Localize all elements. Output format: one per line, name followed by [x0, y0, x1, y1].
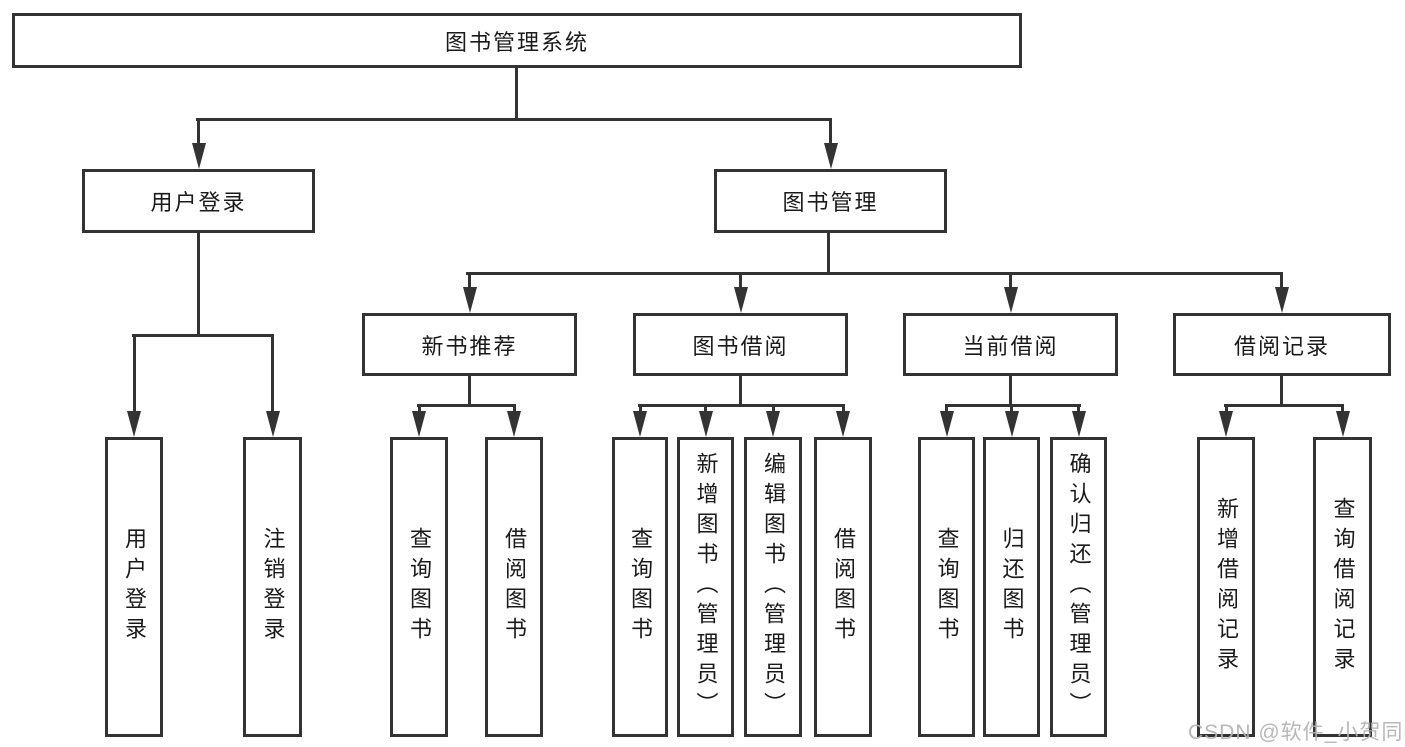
- connector-line: [945, 404, 948, 414]
- connector-line: [197, 231, 200, 337]
- leaf-logout: 注销登录: [243, 437, 302, 737]
- connector-line: [1280, 272, 1283, 288]
- connector-line: [1341, 404, 1344, 414]
- leaf-add-book-admin: 新增图书（管理员）: [677, 437, 734, 737]
- connector-line: [271, 334, 274, 414]
- arrow-down-icon: [1219, 411, 1233, 437]
- csdn-watermark: CSDN @软件_小贺同学: [1188, 721, 1405, 744]
- arrow-down-icon: [1004, 287, 1018, 313]
- connector-line: [417, 404, 516, 407]
- arrow-down-icon: [127, 411, 141, 437]
- connector-line: [1225, 404, 1228, 414]
- node-book-management: 图书管理: [714, 169, 947, 233]
- connector-line: [515, 66, 518, 120]
- connector-line: [638, 404, 845, 407]
- leaf-query-borrow-record: 查询借阅记录: [1313, 437, 1372, 737]
- arrow-down-icon: [192, 143, 206, 169]
- connector-line: [1077, 404, 1080, 414]
- connector-line: [468, 374, 471, 407]
- connector-line: [739, 272, 742, 288]
- arrow-down-icon: [836, 411, 850, 437]
- arrow-down-icon: [463, 287, 477, 313]
- node-new-book-recommend: 新书推荐: [362, 313, 577, 376]
- arrow-down-icon: [766, 411, 780, 437]
- arrow-down-icon: [1072, 411, 1086, 437]
- connector-line: [739, 374, 742, 407]
- connector-line: [829, 118, 832, 145]
- connector-line: [842, 404, 845, 414]
- arrow-down-icon: [824, 143, 838, 169]
- node-root: 图书管理系统: [12, 13, 1022, 68]
- connector-line: [133, 334, 136, 414]
- arrow-down-icon: [1275, 287, 1289, 313]
- node-user-login: 用户登录: [82, 169, 315, 233]
- connector-line: [1224, 404, 1344, 407]
- arrow-down-icon: [734, 287, 748, 313]
- connector-line: [418, 404, 421, 414]
- connector-line: [772, 404, 775, 414]
- arrow-down-icon: [266, 411, 280, 437]
- leaf-borrow-books-recommend: 借阅图书: [485, 437, 543, 737]
- connector-line: [1009, 374, 1012, 407]
- leaf-query-books-recommend: 查询图书: [390, 437, 448, 737]
- leaf-return-book: 归还图书: [983, 437, 1040, 737]
- connector-line: [466, 272, 1282, 275]
- connector-line: [197, 118, 200, 145]
- connector-line: [513, 404, 516, 414]
- leaf-query-books-borrow: 查询图书: [612, 437, 668, 737]
- arrow-down-icon: [699, 411, 713, 437]
- node-current-borrow: 当前借阅: [903, 313, 1118, 376]
- node-borrow-records: 借阅记录: [1173, 313, 1391, 376]
- connector-line: [1010, 404, 1013, 414]
- connector-line: [1009, 272, 1012, 288]
- leaf-add-borrow-record: 新增借阅记录: [1197, 437, 1255, 737]
- connector-line: [945, 404, 1081, 407]
- leaf-borrow-books: 借阅图书: [814, 437, 872, 737]
- connector-line: [196, 118, 832, 121]
- leaf-confirm-return-admin: 确认归还（管理员）: [1050, 437, 1107, 737]
- leaf-user-login: 用户登录: [105, 437, 163, 737]
- arrow-down-icon: [633, 411, 647, 437]
- arrow-down-icon: [1336, 411, 1350, 437]
- leaf-query-books-current: 查询图书: [918, 437, 975, 737]
- connector-line: [704, 404, 707, 414]
- arrow-down-icon: [507, 411, 521, 437]
- arrow-down-icon: [1005, 411, 1019, 437]
- connector-line: [639, 404, 642, 414]
- node-book-borrow: 图书借阅: [633, 313, 848, 376]
- connector-line: [1280, 374, 1283, 407]
- leaf-edit-book-admin: 编辑图书（管理员）: [744, 437, 802, 737]
- arrow-down-icon: [940, 411, 954, 437]
- arrow-down-icon: [412, 411, 426, 437]
- connector-line: [827, 231, 830, 275]
- connector-line: [132, 334, 274, 337]
- connector-line: [468, 272, 471, 288]
